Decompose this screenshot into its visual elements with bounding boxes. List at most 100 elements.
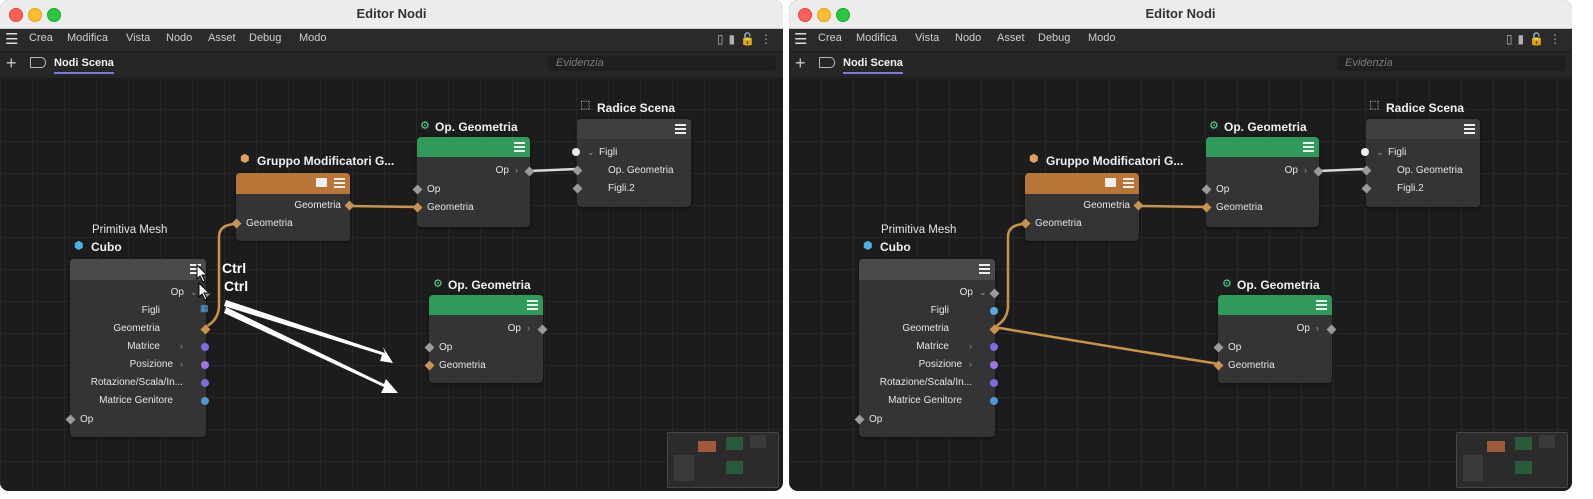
- ctrl-label: Ctrl: [222, 260, 247, 276]
- folder-icon[interactable]: [316, 178, 327, 187]
- node-op-geometria-bottom[interactable]: Op › Op Geometria: [424, 295, 548, 383]
- menu-vista[interactable]: Vista: [915, 32, 940, 44]
- tab-nodi-scena[interactable]: Nodi Scena: [843, 57, 903, 74]
- menu-nodo[interactable]: Nodo: [955, 32, 982, 44]
- port-op-in: Op: [427, 184, 441, 195]
- port-geometria-in: Geometria: [1035, 218, 1082, 229]
- port-geometria-out: Geometria: [1083, 200, 1130, 211]
- menu-modifica[interactable]: Modifica: [67, 32, 108, 44]
- node-gruppo-modificatori[interactable]: Geometria Geometria: [231, 173, 355, 241]
- cube-group-icon: ⬢: [240, 153, 250, 165]
- close-window-button[interactable]: [9, 8, 23, 22]
- port-dot[interactable]: [990, 343, 998, 351]
- port-matrice-genitore: Matrice Genitore: [888, 395, 962, 406]
- op-geometria-bottom-title: Op. Geometria: [448, 278, 531, 292]
- node-menu-icon[interactable]: [1303, 142, 1314, 152]
- mouse-cursor-icon: [196, 264, 211, 301]
- port-geometria-in: Geometria: [439, 360, 486, 371]
- node-cubo[interactable]: Op ⌄ Figli Geometria Matrice › Posizione…: [854, 259, 1000, 437]
- port-figli-2: Figli.2: [1397, 183, 1424, 194]
- port-dot[interactable]: [572, 148, 580, 156]
- menu-asset[interactable]: Asset: [208, 32, 236, 44]
- primitive-mesh-type: Primitiva Mesh: [92, 224, 168, 236]
- port-figli: Figli: [930, 305, 949, 316]
- node-menu-icon[interactable]: [979, 264, 990, 274]
- primitive-mesh-type: Primitiva Mesh: [881, 224, 957, 236]
- port-dot[interactable]: [201, 397, 209, 405]
- port-dot[interactable]: [201, 379, 209, 387]
- menu-bar: ☰ Crea Modifica Vista Nodo Asset Debug M…: [789, 29, 1572, 51]
- port-op-out: Op: [495, 165, 509, 176]
- menu-crea[interactable]: Crea: [818, 32, 842, 44]
- node-op-geometria-bottom[interactable]: Op › Op Geometria: [1213, 295, 1337, 383]
- minimize-window-button[interactable]: [817, 8, 831, 22]
- window-title: Editor Nodi: [1145, 6, 1216, 21]
- node-canvas[interactable]: ⬚ Radice Scena ⌄ Figli Op. Geometria Fig…: [789, 77, 1572, 491]
- zoom-window-button[interactable]: [47, 8, 61, 22]
- port-dot[interactable]: [990, 379, 998, 387]
- node-canvas[interactable]: ⬚ Radice Scena ⌄ Figli Op. Geometria Fig…: [0, 77, 783, 491]
- node-cubo[interactable]: Op ⌄ Figli ▦ Geometria Matrice › Posizio…: [65, 259, 211, 437]
- port-dot[interactable]: [990, 397, 998, 405]
- gruppo-modificatori-title: Gruppo Modificatori G...: [257, 154, 395, 168]
- node-menu-icon[interactable]: [675, 124, 686, 134]
- port-geometria-in: Geometria: [1228, 360, 1275, 371]
- menu-nodo[interactable]: Nodo: [166, 32, 193, 44]
- node-radice-scena[interactable]: ⌄ Figli Op. Geometria Figli.2: [572, 119, 691, 207]
- panel-layout-icons[interactable]: ▯▮🔓⋮: [716, 32, 777, 46]
- tab-nodi-scena[interactable]: Nodi Scena: [54, 57, 114, 74]
- node-op-geometria-top[interactable]: Op › Op Geometria: [412, 137, 535, 227]
- port-dot[interactable]: [201, 343, 209, 351]
- hamburger-menu-icon[interactable]: ☰: [5, 31, 19, 48]
- port-dot[interactable]: [1361, 148, 1369, 156]
- port-geometria-in: Geometria: [427, 202, 474, 213]
- close-window-button[interactable]: [798, 8, 812, 22]
- menu-vista[interactable]: Vista: [126, 32, 151, 44]
- highlight-search-input[interactable]: Evidenzia: [548, 56, 776, 71]
- add-tab-plus-icon[interactable]: +: [6, 53, 17, 73]
- port-geometria-in: Geometria: [1216, 202, 1263, 213]
- menu-debug[interactable]: Debug: [249, 32, 282, 44]
- menu-bar: ☰ Crea Modifica Vista Nodo Asset Debug M…: [0, 29, 783, 51]
- menu-crea[interactable]: Crea: [29, 32, 53, 44]
- panel-layout-icons[interactable]: ▯▮🔓⋮: [1505, 32, 1566, 46]
- highlight-search-input[interactable]: Evidenzia: [1337, 56, 1565, 71]
- node-menu-icon[interactable]: [1123, 178, 1134, 188]
- zoom-window-button[interactable]: [836, 8, 850, 22]
- folder-icon[interactable]: [1105, 178, 1116, 187]
- port-figli: Figli: [141, 305, 160, 316]
- menu-modo[interactable]: Modo: [1088, 32, 1116, 44]
- node-menu-icon[interactable]: [334, 178, 345, 188]
- minimize-window-button[interactable]: [28, 8, 42, 22]
- node-gruppo-modificatori[interactable]: Geometria Geometria: [1020, 173, 1144, 241]
- cube-icon: ⬢: [863, 240, 873, 252]
- menu-asset[interactable]: Asset: [997, 32, 1025, 44]
- minimap[interactable]: [1456, 432, 1568, 488]
- node-menu-icon[interactable]: [1464, 124, 1475, 134]
- port-matrice-genitore: Matrice Genitore: [99, 395, 173, 406]
- menu-modifica[interactable]: Modifica: [856, 32, 897, 44]
- port-geometria-out: Geometria: [294, 200, 341, 211]
- port-op-geometria: Op. Geometria: [608, 165, 674, 176]
- tag-icon[interactable]: [819, 57, 835, 68]
- minimap[interactable]: [667, 432, 779, 488]
- port-op: Op: [170, 287, 184, 298]
- port-dot[interactable]: [990, 361, 998, 369]
- port-op-in: Op: [80, 414, 94, 425]
- node-radice-scena[interactable]: ⌄ Figli Op. Geometria Figli.2: [1361, 119, 1480, 207]
- title-bar: Editor Nodi: [789, 0, 1572, 29]
- tag-icon[interactable]: [30, 57, 46, 68]
- port-dot[interactable]: [201, 361, 209, 369]
- menu-modo[interactable]: Modo: [299, 32, 327, 44]
- node-menu-icon[interactable]: [190, 264, 201, 274]
- node-menu-icon[interactable]: [514, 142, 525, 152]
- cube-icon: ⬢: [74, 240, 84, 252]
- node-menu-icon[interactable]: [527, 300, 538, 310]
- port-dot[interactable]: [990, 307, 998, 315]
- add-tab-plus-icon[interactable]: +: [795, 53, 806, 73]
- node-menu-icon[interactable]: [1316, 300, 1327, 310]
- hamburger-menu-icon[interactable]: ☰: [794, 31, 808, 48]
- node-op-geometria-top[interactable]: Op › Op Geometria: [1201, 137, 1324, 227]
- menu-debug[interactable]: Debug: [1038, 32, 1071, 44]
- window-title: Editor Nodi: [356, 6, 427, 21]
